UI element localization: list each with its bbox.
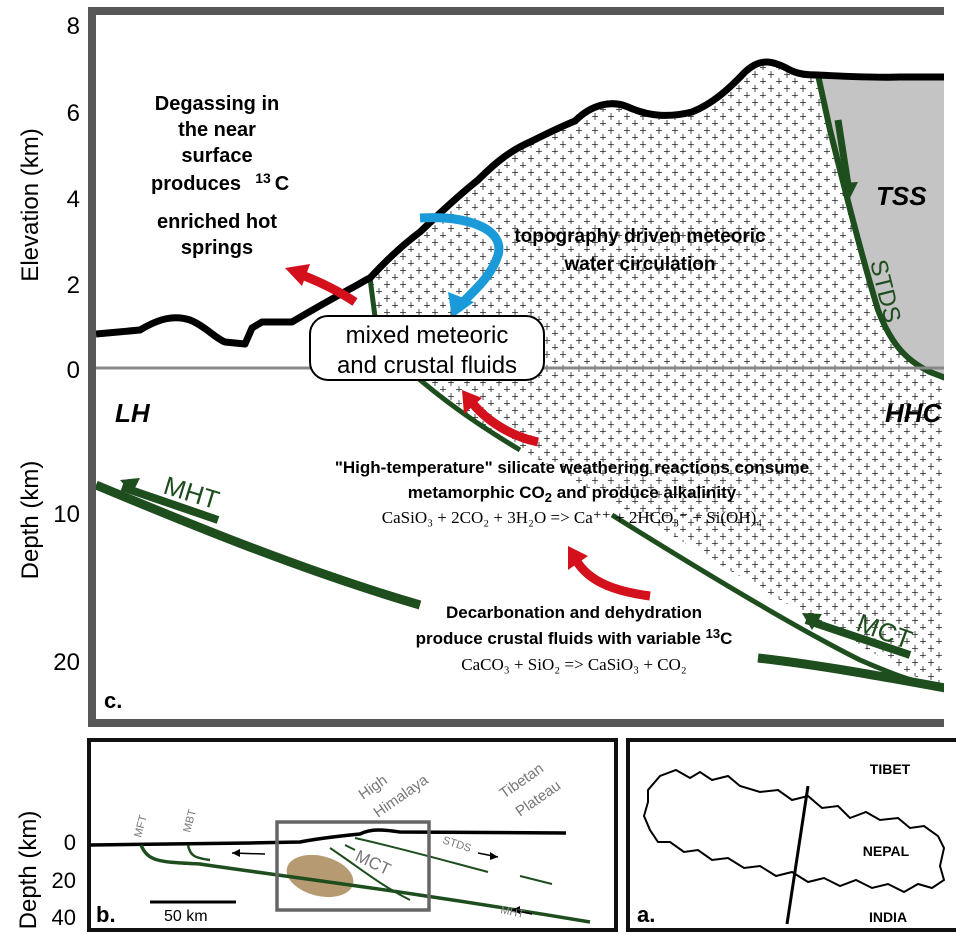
topography-text-line1: topography driven meteoric [514,226,766,247]
panel-a-frame [626,738,956,932]
label-tibet: TIBET [870,761,911,777]
svg-text:produces: produces [151,173,241,195]
decarbonation-text-line2: produce crustal fluids with variable 13C [416,626,733,648]
svg-text:C: C [275,173,289,195]
mixed-fluids-line1: mixed meteoric [346,322,509,349]
svg-text:Degassing in: Degassing in [155,93,279,115]
red-arrow-deep [572,557,651,601]
y-label-depth: Depth (km) [17,461,44,580]
y-tick-20: 20 [53,649,80,676]
stds-fault [815,74,956,385]
panel-b-inset-box [275,820,431,912]
panel-b-frame [87,738,618,932]
decarbonation-equation: CaCO₃ + SiO₂ => CaSiO₃ + CO₂ [461,655,686,674]
mixed-fluids-line2: and crustal fluids [337,352,517,379]
red-arrow-degassing [300,270,358,306]
unit-hhc: HHC [885,398,943,428]
panel-a: TIBET NEPAL INDIA a. [626,738,956,932]
unit-lh: LH [115,398,151,428]
svg-text:surface: surface [181,145,252,167]
section-line [785,785,810,925]
meteoric-circulation-arrow [419,213,504,307]
decarbonation-text-line1: Decarbonation and dehydration [446,603,702,622]
weathering-text-line1: "High-temperature" silicate weathering r… [335,458,809,477]
label-mbt: MBT [181,808,199,834]
unit-tss: TSS [876,181,927,211]
panel-b-scale-label: 50 km [164,908,208,925]
panel-c-frame [88,7,956,727]
panel-b-surface [90,828,567,847]
y-label-elevation: Elevation (km) [17,128,44,281]
hhc-body [370,62,956,690]
panel-b-mht [139,844,591,924]
mht-fault [96,480,422,610]
red-arrow-shallow [466,397,540,447]
nepal-outline [642,768,946,894]
mixed-fluids-box [309,315,545,381]
topography-text-line2: water circulation [564,254,716,275]
y-tick-10: 10 [53,501,80,528]
svg-text:enriched hot: enriched hot [157,211,277,233]
panel-c: mixed meteoric and crustal fluids 8 6 4 … [17,0,956,934]
panel-b-label: b. [96,902,116,927]
y-tick-6: 6 [67,100,80,127]
panel-c-label: c. [104,688,122,713]
panel-a-label: a. [637,902,655,927]
panel-b: 50 km Depth (km) 0 20 40 MFT MBT STDS MH… [15,738,618,932]
label-stds: STDS [441,834,473,854]
panel-b-y-label: Depth (km) [15,811,42,930]
degassing-text: Degassing in the near surface produces 1… [151,93,289,259]
y-tick-2: 2 [67,272,80,299]
weathering-text-line2: metamorphic CO2 and produce alkalinity [408,483,737,505]
label-india: INDIA [869,909,907,925]
y-tick-0: 0 [67,357,80,384]
weathering-equation: CaSiO₃ + 2CO₂ + 3H₂O => Ca⁺⁺ + 2HCO₃⁻ + … [382,508,762,527]
svg-text:13: 13 [255,170,271,186]
label-mft: MFT [132,814,150,839]
svg-text:the near: the near [178,119,256,141]
tss-unit [818,75,956,380]
label-mct: MCT [352,846,393,879]
y-tick-8: 8 [67,13,80,40]
label-mht: MHT [499,904,525,921]
label-nepal: NEPAL [863,843,910,859]
topography-line [96,58,956,348]
stds-arrow [834,119,852,186]
y-tick-4: 4 [67,186,80,213]
panel-b-y-tick-20: 20 [52,868,76,893]
panel-b-y-tick-40: 40 [52,905,76,930]
panel-b-y-tick-0: 0 [64,830,76,855]
partial-melt-zone [286,854,354,898]
svg-text:springs: springs [181,237,253,259]
